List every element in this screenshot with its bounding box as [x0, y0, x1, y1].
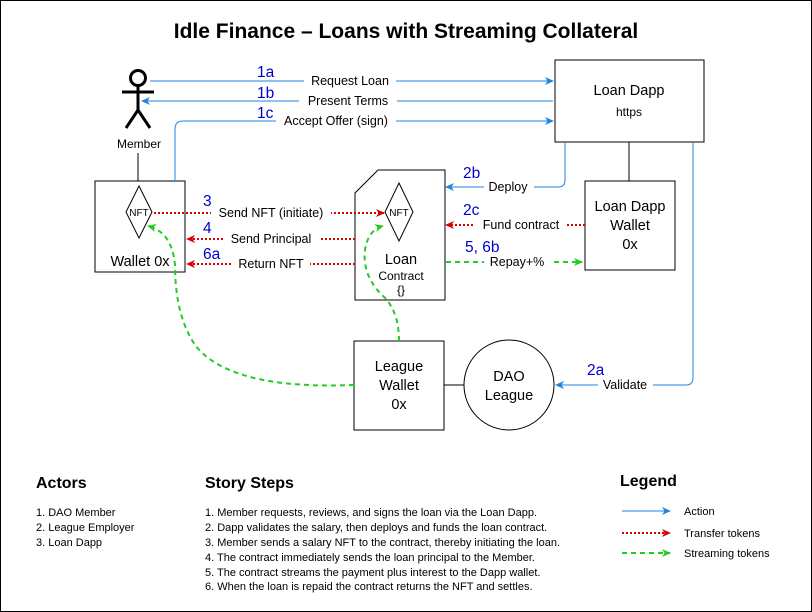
story-steps-section: Story Steps 1. Member requests, reviews,… [205, 475, 560, 593]
loan-contract-line1: Loan [385, 252, 417, 268]
league-wallet-box: League Wallet 0x [353, 340, 445, 431]
league-wallet-line1: League [375, 359, 423, 375]
loan-dapp-wallet-box: Loan Dapp Wallet 0x [584, 180, 676, 271]
step-2c-number: 2c [463, 202, 480, 219]
dapp-wallet-line3: 0x [622, 237, 638, 253]
step-2a-number: 2a [587, 362, 605, 379]
league-wallet-line2: Wallet [379, 378, 419, 394]
edge-send-nft: Send NFT (initiate) 3 [154, 193, 385, 220]
edge-present-terms: Present Terms 1b [141, 85, 553, 108]
fund-contract-label: Fund contract [483, 218, 560, 232]
member-label: Member [117, 137, 161, 151]
edge-stream-league-to-contract [363, 224, 400, 342]
accept-offer-label: Accept Offer (sign) [284, 114, 388, 128]
member-nft-diamond-icon [125, 184, 153, 240]
legend-transfer-label: Transfer tokens [684, 528, 761, 540]
loan-contract-line2: Contract [378, 269, 424, 283]
loan-dapp-title: Loan Dapp [594, 83, 665, 99]
diagram-title: Idle Finance – Loans with Streaming Coll… [174, 20, 638, 43]
dao-league-circle: DAO League [463, 339, 555, 431]
actor-item: 3. Loan Dapp [36, 537, 102, 549]
edge-return-nft: Return NFT 6a [186, 246, 355, 271]
edge-request-loan: Request Loan 1a [150, 64, 554, 88]
legend-section: Legend Action Transfer tokens Streaming … [620, 473, 770, 560]
step-3-number: 3 [203, 193, 212, 210]
story-step-item: 3. Member sends a salary NFT to the cont… [205, 537, 560, 549]
step-1a-number: 1a [257, 64, 275, 81]
actors-section: Actors 1. DAO Member 2. League Employer … [36, 475, 135, 549]
present-terms-label: Present Terms [308, 94, 388, 108]
step-6a-number: 6a [203, 246, 221, 263]
league-wallet-line3: 0x [391, 397, 407, 413]
legend-action-label: Action [684, 506, 715, 518]
actor-item: 2. League Employer [36, 522, 135, 534]
member-nft-label: NFT [129, 208, 148, 219]
story-step-item: 1. Member requests, reviews, and signs t… [205, 507, 537, 519]
dao-league-line1: DAO [493, 369, 524, 385]
step-5-6b-number: 5, 6b [465, 239, 499, 256]
loan-dapp-box: Loan Dapp https [554, 59, 705, 143]
validate-label: Validate [603, 378, 647, 392]
dao-league-line2: League [485, 388, 533, 404]
deploy-label: Deploy [489, 180, 529, 194]
story-step-item: 5. The contract streams the payment plus… [205, 567, 540, 579]
step-2b-number: 2b [463, 165, 480, 182]
step-4-number: 4 [203, 220, 212, 237]
edge-fund-contract: Fund contract 2c [445, 202, 585, 232]
contract-nft-diamond-icon [384, 181, 414, 243]
edge-deploy: Deploy 2b [445, 142, 566, 194]
story-step-item: 4. The contract immediately sends the lo… [205, 552, 535, 564]
step-1b-number: 1b [257, 85, 274, 102]
actor-item: 1. DAO Member [36, 507, 116, 519]
edge-stream-league-to-member [147, 224, 355, 387]
member-wallet-label: Wallet 0x [110, 254, 170, 270]
return-nft-label: Return NFT [238, 257, 304, 271]
story-step-item: 2. Dapp validates the salary, then deplo… [205, 522, 547, 534]
dapp-wallet-line2: Wallet [610, 218, 650, 234]
step-1c-number: 1c [257, 105, 274, 122]
loan-contract-box: NFT Loan Contract {} [354, 169, 446, 301]
legend-streaming-label: Streaming tokens [684, 548, 770, 560]
request-loan-label: Request Loan [311, 74, 389, 88]
contract-nft-label: NFT [389, 208, 408, 219]
edge-send-principal: Send Principal 4 [186, 220, 355, 246]
edge-validate: Validate 2a [555, 142, 694, 392]
edge-accept-offer: Accept Offer (sign) 1c [174, 105, 554, 181]
member-wallet-box: NFT Wallet 0x [94, 180, 186, 273]
actors-heading: Actors [36, 475, 87, 492]
loan-contract-line3: {} [397, 283, 405, 297]
story-steps-heading: Story Steps [205, 475, 294, 492]
legend-heading: Legend [620, 473, 677, 490]
member-stick-figure-icon [122, 69, 154, 129]
dapp-wallet-line1: Loan Dapp [595, 199, 666, 215]
loan-dapp-subtitle: https [616, 105, 642, 119]
send-principal-label: Send Principal [231, 232, 312, 246]
edge-repay: Repay+% 5, 6b [446, 239, 583, 269]
send-nft-label: Send NFT (initiate) [219, 206, 324, 220]
repay-label: Repay+% [490, 255, 545, 269]
story-step-item: 6. When the loan is repaid the contract … [205, 581, 533, 593]
